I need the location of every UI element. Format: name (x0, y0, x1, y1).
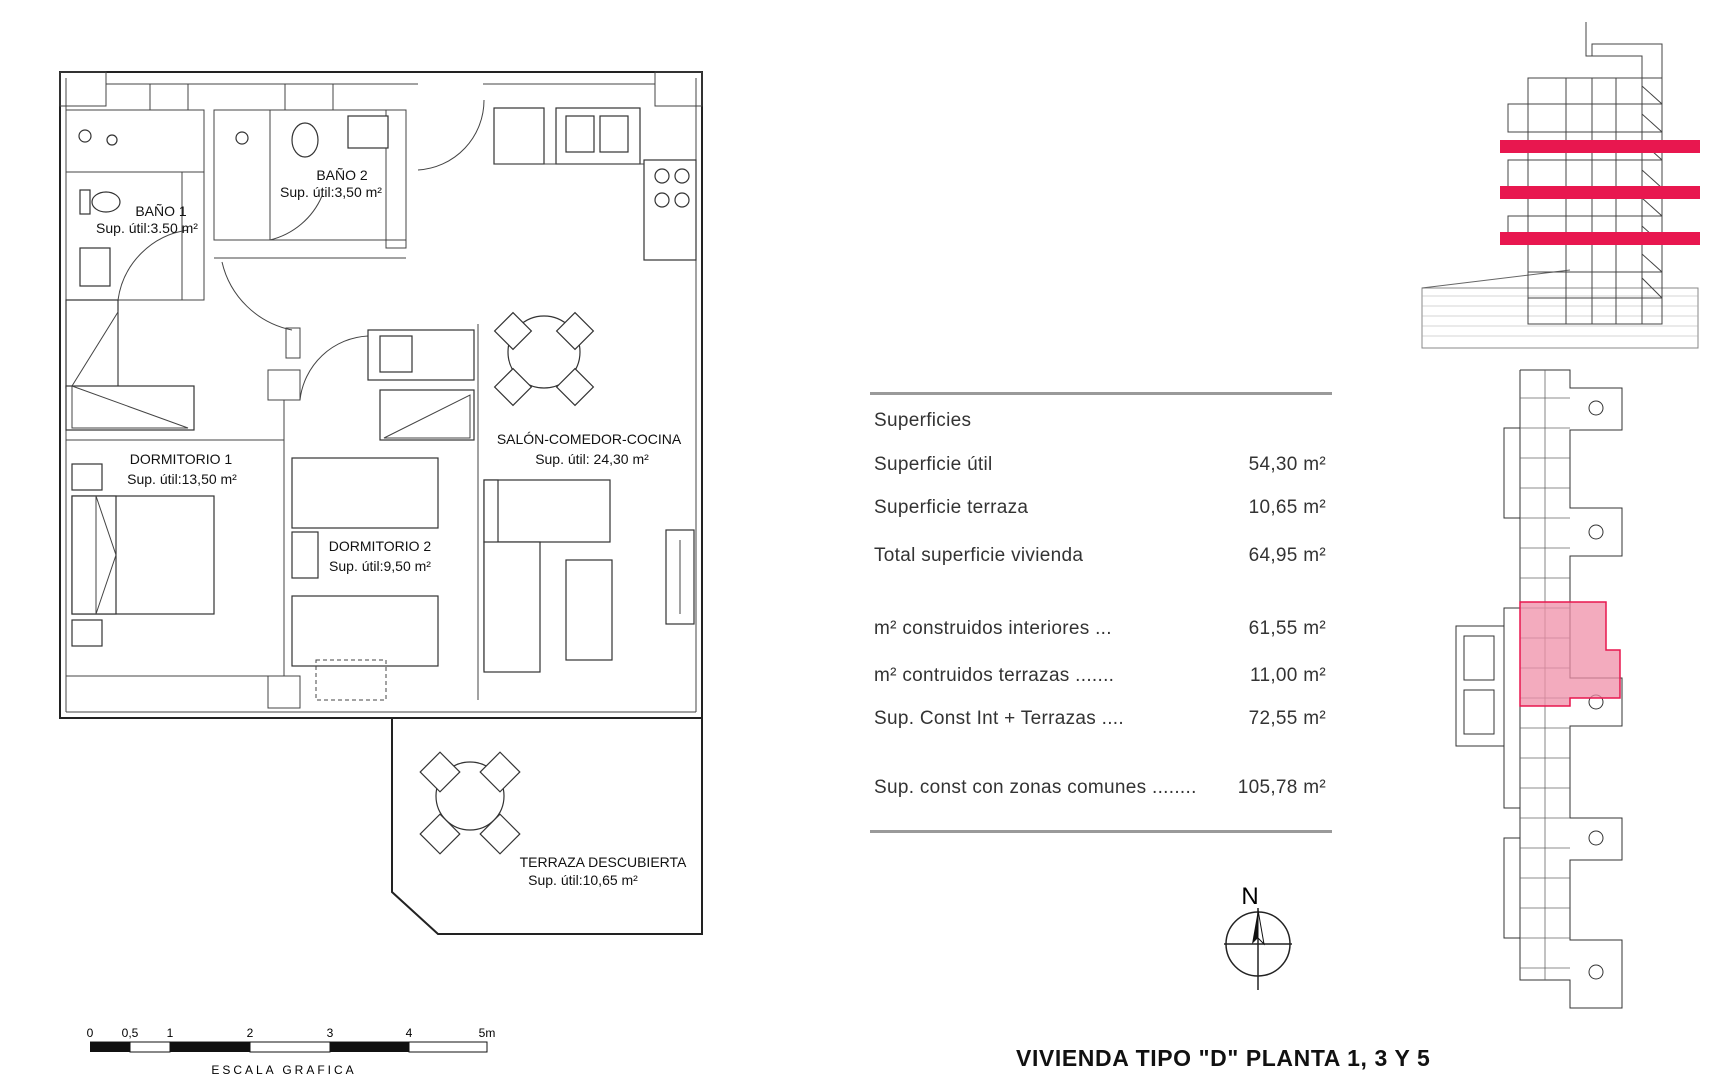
dormitorio1-area: Sup. útil:13,50 m² (127, 471, 237, 487)
scale-bar: 0 0,5 1 2 3 4 5m ESCALA GRAFICA (87, 1026, 496, 1077)
key-plan (1455, 369, 1623, 1009)
bano2-area: Sup. útil:3,50 m² (280, 184, 382, 200)
scale-tick-1: 0,5 (122, 1026, 139, 1040)
terraza-area: Sup. útil:10,65 m² (528, 872, 638, 888)
scale-tick-3: 2 (247, 1026, 254, 1040)
highlighted-unit (1519, 601, 1621, 707)
salon-area: Sup. útil: 24,30 m² (535, 451, 649, 467)
compass-icon: N (1224, 883, 1292, 990)
scale-tick-2: 1 (167, 1026, 174, 1040)
floor-plan: BAÑO 1 Sup. útil:3.50 m² BAÑO 2 Sup. úti… (59, 71, 703, 1077)
scale-label: ESCALA GRAFICA (211, 1063, 356, 1077)
dormitorio1-name: DORMITORIO 1 (130, 451, 233, 467)
table-bottom-rule (870, 830, 1332, 833)
bano1-name: BAÑO 1 (135, 203, 187, 219)
terraza-name: TERRAZA DESCUBIERTA (520, 854, 687, 870)
highlight-floor-1 (1500, 140, 1700, 153)
highlight-floor-5 (1500, 232, 1700, 245)
scale-tick-0: 0 (87, 1026, 94, 1040)
scale-tick-6: 5m (479, 1026, 496, 1040)
table-top-rule (870, 392, 1332, 395)
dormitorio2-name: DORMITORIO 2 (329, 538, 432, 554)
building-section (1421, 22, 1700, 349)
bano1-area: Sup. útil:3.50 m² (96, 220, 198, 236)
dormitorio2-area: Sup. útil:9,50 m² (329, 558, 431, 574)
compass-letter: N (1241, 883, 1258, 910)
outer-wall (59, 71, 703, 719)
scale-tick-4: 3 (327, 1026, 334, 1040)
bano2-name: BAÑO 2 (316, 167, 368, 183)
highlight-floor-3 (1500, 186, 1700, 199)
salon-name: SALÓN-COMEDOR-COCINA (497, 431, 682, 447)
scale-tick-5: 4 (406, 1026, 413, 1040)
page-title: VIVIENDA TIPO "D" PLANTA 1, 3 Y 5 (1016, 1045, 1431, 1071)
